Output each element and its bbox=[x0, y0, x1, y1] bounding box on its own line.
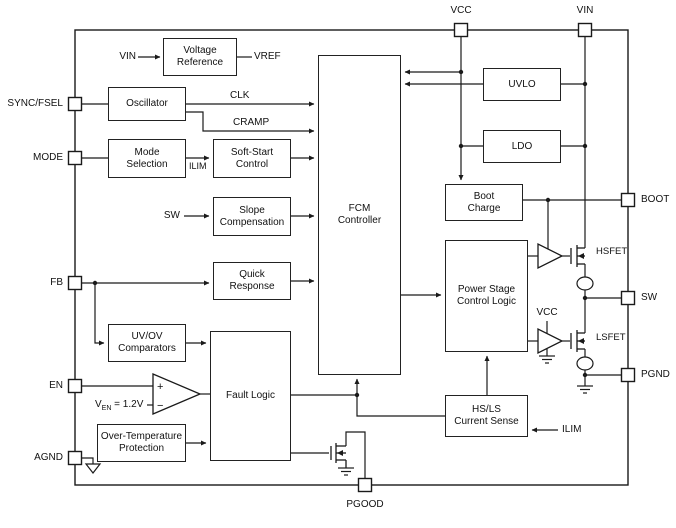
signal-label-vcc-driver: VCC bbox=[536, 307, 558, 318]
signal-label-clk: CLK bbox=[230, 90, 250, 101]
pin-vcc bbox=[453, 22, 469, 38]
pin-label-pgood: PGOOD bbox=[346, 499, 384, 510]
block-power-stage-control-logic: Power Stage Control Logic bbox=[445, 240, 528, 352]
pin-label-en: EN bbox=[49, 380, 63, 391]
pin-label-pgnd: PGND bbox=[641, 369, 670, 380]
pin-label-vin: VIN bbox=[576, 5, 594, 16]
pin-vin bbox=[577, 22, 593, 38]
signal-label-vref: VREF bbox=[254, 51, 281, 62]
wire-layer bbox=[82, 37, 621, 478]
junction-dots bbox=[92, 69, 588, 398]
chip-boundary bbox=[74, 29, 629, 486]
pin-sync-fsel bbox=[67, 96, 83, 112]
pin-label-sw: SW bbox=[641, 292, 658, 303]
block-boot-charge: Boot Charge bbox=[445, 184, 523, 221]
ven-threshold-label: VEN = 1.2V bbox=[95, 399, 144, 412]
signal-label-vin-input: VIN bbox=[119, 51, 136, 62]
block-fault-logic: Fault Logic bbox=[210, 331, 291, 461]
block-slope-compensation: Slope Compensation bbox=[213, 197, 291, 236]
pin-pgood bbox=[357, 477, 373, 493]
signal-label-ilim-mode: ILIM bbox=[189, 161, 207, 171]
signal-label-cramp: CRAMP bbox=[233, 117, 270, 128]
signal-label-lsfet: LSFET bbox=[596, 332, 626, 343]
pin-label-sync-fsel: SYNC/FSEL bbox=[7, 98, 63, 109]
block-voltage-reference: Voltage Reference bbox=[163, 38, 237, 76]
block-over-temperature-protection: Over-Temperature Protection bbox=[97, 424, 186, 462]
block-soft-start-control: Soft-Start Control bbox=[213, 139, 291, 178]
signal-label-sw-input: SW bbox=[163, 210, 180, 221]
hsfet-symbol bbox=[570, 245, 585, 267]
block-uvlo: UVLO bbox=[483, 68, 561, 101]
comparator-minus-sign: − bbox=[157, 400, 163, 412]
pin-fb bbox=[67, 275, 83, 291]
pin-squares bbox=[67, 22, 636, 493]
ls-gate-driver bbox=[537, 327, 564, 355]
block-uv-ov-comparators: UV/OV Comparators bbox=[108, 324, 186, 362]
en-comparator-body bbox=[152, 373, 202, 415]
signal-label-hsfet: HSFET bbox=[596, 246, 628, 257]
pin-sw bbox=[620, 290, 636, 306]
ground-symbol-pgoodfet bbox=[338, 467, 354, 476]
pin-label-mode: MODE bbox=[33, 152, 63, 163]
pin-agnd bbox=[67, 450, 83, 466]
pin-label-agnd: AGND bbox=[34, 452, 63, 463]
signal-label-ilim-sense: ILIM bbox=[562, 424, 582, 435]
wire-fb-uvov bbox=[94, 283, 105, 346]
wire-cramp bbox=[186, 111, 315, 134]
block-mode-selection: Mode Selection bbox=[108, 139, 186, 178]
pin-pgnd bbox=[620, 367, 636, 383]
block-quick-response: Quick Response bbox=[213, 262, 291, 300]
en-comparator: + − bbox=[152, 373, 202, 415]
hs-current-sense-ellipse bbox=[576, 276, 594, 291]
pin-boot bbox=[620, 192, 636, 208]
pin-label-boot: BOOT bbox=[641, 194, 670, 205]
ground-symbol-lsdriver bbox=[539, 355, 555, 364]
pin-mode bbox=[67, 150, 83, 166]
pin-en bbox=[67, 378, 83, 394]
agnd-ground-symbol bbox=[84, 463, 102, 474]
pgood-fet-symbol bbox=[330, 443, 347, 468]
pin-label-vcc: VCC bbox=[450, 5, 472, 16]
wire-currentsense-fcm bbox=[354, 378, 445, 417]
ground-symbol-pgnd bbox=[577, 385, 593, 394]
hs-gate-driver bbox=[537, 242, 564, 270]
wire-pgoodfet-pin bbox=[345, 431, 366, 478]
pin-label-fb: FB bbox=[50, 277, 63, 288]
wire-agnd bbox=[82, 457, 94, 464]
block-ldo: LDO bbox=[483, 130, 561, 163]
block-fcm-controller: FCM Controller bbox=[318, 55, 401, 375]
comparator-plus-sign: + bbox=[157, 381, 163, 393]
ls-current-sense-ellipse bbox=[576, 356, 594, 371]
lsfet-symbol bbox=[570, 330, 585, 352]
block-oscillator: Oscillator bbox=[108, 87, 186, 121]
